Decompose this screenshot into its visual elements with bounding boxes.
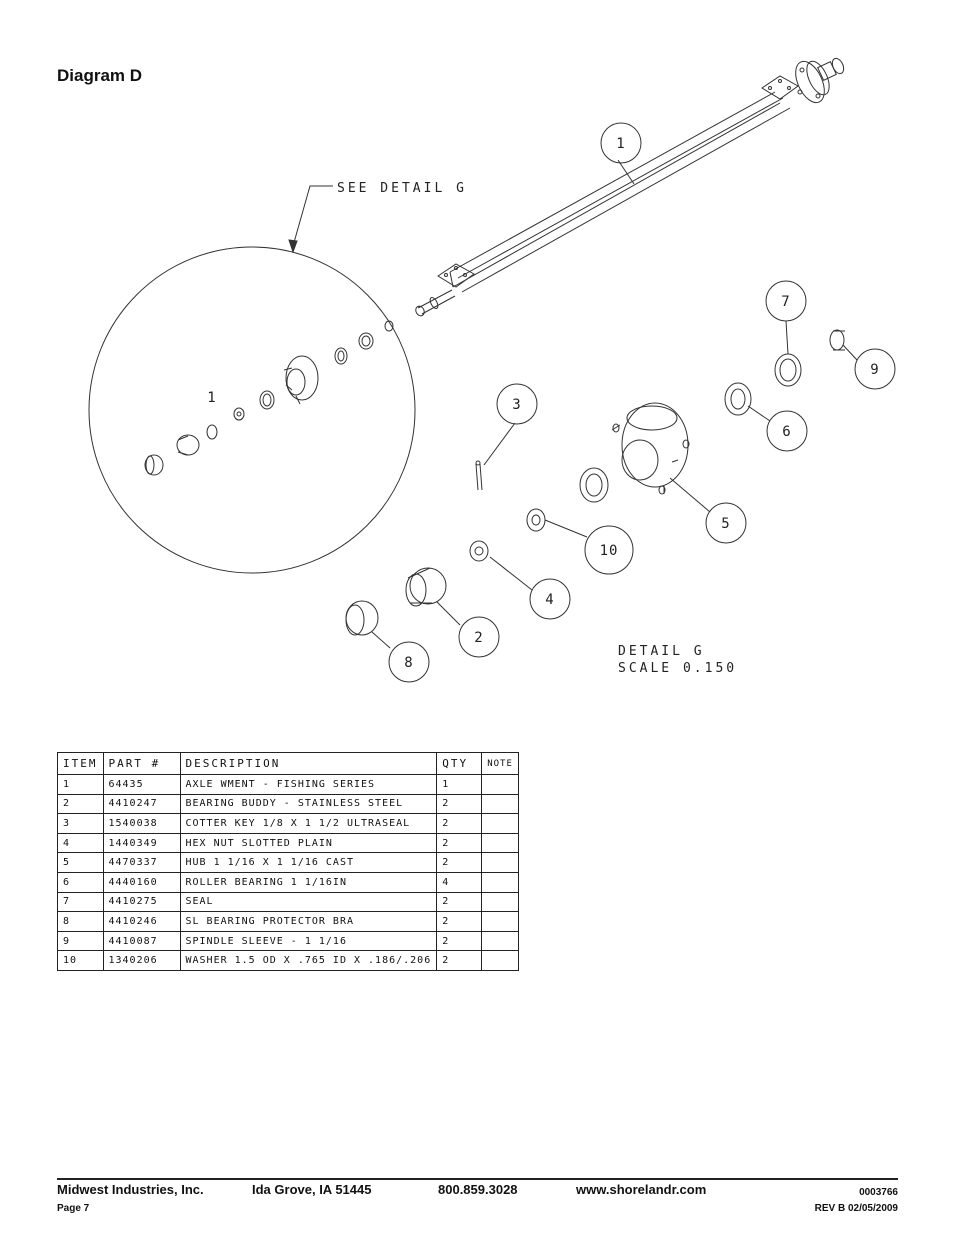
detail-callout-text: SEE DETAIL G (337, 181, 467, 196)
page-title: Diagram D (57, 66, 143, 85)
balloon-1-label: 1 (616, 136, 625, 152)
cell-qty: 2 (436, 793, 483, 815)
cell-description: SPINDLE SLEEVE - 1 1/16 (179, 930, 438, 952)
cell-description: BEARING BUDDY - STAINLESS STEEL (179, 793, 438, 815)
cell-description: HEX NUT SLOTTED PLAIN (179, 832, 438, 854)
balloon-4-label: 4 (545, 592, 554, 608)
cell-qty: 2 (436, 852, 483, 873)
exploded-axle-diagram: 1 2 3 4 5 6 7 8 9 10 1 SEE DETAIL G DETA… (88, 57, 896, 683)
axle-assembly-drawing (415, 57, 845, 317)
cell-note (481, 950, 519, 971)
cell-part-number: 4410246 (102, 911, 181, 932)
detail-caption-line2: SCALE 0.150 (618, 661, 737, 676)
cell-note (481, 832, 519, 854)
detail-g-view (88, 185, 416, 574)
detail-item-label: 1 (207, 390, 216, 406)
detail-caption-line1: DETAIL G (618, 644, 705, 659)
cell-qty: 2 (436, 891, 483, 913)
cell-qty: 2 (436, 930, 483, 952)
cell-item: 8 (57, 911, 104, 932)
balloon-7-label: 7 (781, 294, 790, 310)
footer-doc-number: 0003766 (859, 1187, 898, 1198)
cell-part-number: 64435 (102, 774, 181, 795)
cell-note (481, 930, 519, 952)
cell-note (481, 774, 519, 795)
cell-part-number: 1440349 (102, 832, 181, 854)
cell-description: COTTER KEY 1/8 X 1 1/2 ULTRASEAL (179, 813, 438, 834)
cell-item: 4 (57, 832, 104, 854)
cell-item: 10 (57, 950, 104, 971)
cell-item: 7 (57, 891, 104, 913)
cell-note (481, 871, 519, 893)
cell-item: 9 (57, 930, 104, 952)
cell-qty: 4 (436, 871, 483, 893)
exploded-hub-parts (345, 159, 858, 649)
balloon-10-label: 10 (600, 543, 619, 559)
header-description: DESCRIPTION (179, 752, 438, 775)
header-part: PART # (102, 752, 181, 775)
cell-part-number: 4410087 (102, 930, 181, 952)
footer-location: Ida Grove, IA 51445 (252, 1182, 372, 1197)
cell-description: HUB 1 1/16 X 1 1/16 CAST (179, 852, 438, 873)
cell-qty: 2 (436, 950, 483, 971)
footer-website: www.shorelandr.com (576, 1182, 707, 1197)
footer-phone: 800.859.3028 (438, 1182, 518, 1197)
cell-note (481, 813, 519, 834)
cell-qty: 2 (436, 832, 483, 854)
footer-revision: REV B 02/05/2009 (814, 1203, 898, 1214)
cell-item: 5 (57, 852, 104, 873)
footer-company: Midwest Industries, Inc. (57, 1182, 204, 1197)
balloon-2-label: 2 (474, 630, 483, 646)
item-balloons (388, 122, 896, 683)
cell-description: SL BEARING PROTECTOR BRA (179, 911, 438, 932)
header-qty: QTY (436, 752, 483, 775)
cell-item: 3 (57, 813, 104, 834)
cell-item: 6 (57, 871, 104, 893)
cell-note (481, 852, 519, 873)
cell-description: SEAL (179, 891, 438, 913)
cell-note (481, 891, 519, 913)
cell-part-number: 1540038 (102, 813, 181, 834)
cell-item: 2 (57, 793, 104, 815)
cell-part-number: 4410247 (102, 793, 181, 815)
cell-note (481, 911, 519, 932)
cell-description: ROLLER BEARING 1 1/16IN (179, 871, 438, 893)
balloon-9-label: 9 (870, 362, 879, 378)
balloon-6-label: 6 (782, 424, 791, 440)
header-note: NOTE (481, 752, 519, 775)
cell-part-number: 4440160 (102, 871, 181, 893)
cell-qty: 2 (436, 911, 483, 932)
header-item: ITEM (57, 752, 104, 775)
cell-part-number: 1340206 (102, 950, 181, 971)
balloon-5-label: 5 (721, 516, 730, 532)
cell-item: 1 (57, 774, 104, 795)
cell-part-number: 4470337 (102, 852, 181, 873)
balloon-8-label: 8 (404, 655, 413, 671)
footer-page-number: Page 7 (57, 1203, 90, 1214)
cell-qty: 1 (436, 774, 483, 795)
cell-description: AXLE WMENT - FISHING SERIES (179, 774, 438, 795)
cell-description: WASHER 1.5 OD X .765 ID X .186/.206 (179, 950, 438, 971)
cell-qty: 2 (436, 813, 483, 834)
cell-part-number: 4410275 (102, 891, 181, 913)
balloon-3-label: 3 (512, 397, 521, 413)
cell-note (481, 793, 519, 815)
footer-rule (57, 1178, 898, 1180)
table-header-row: ITEM PART # DESCRIPTION QTY NOTE (57, 752, 519, 775)
